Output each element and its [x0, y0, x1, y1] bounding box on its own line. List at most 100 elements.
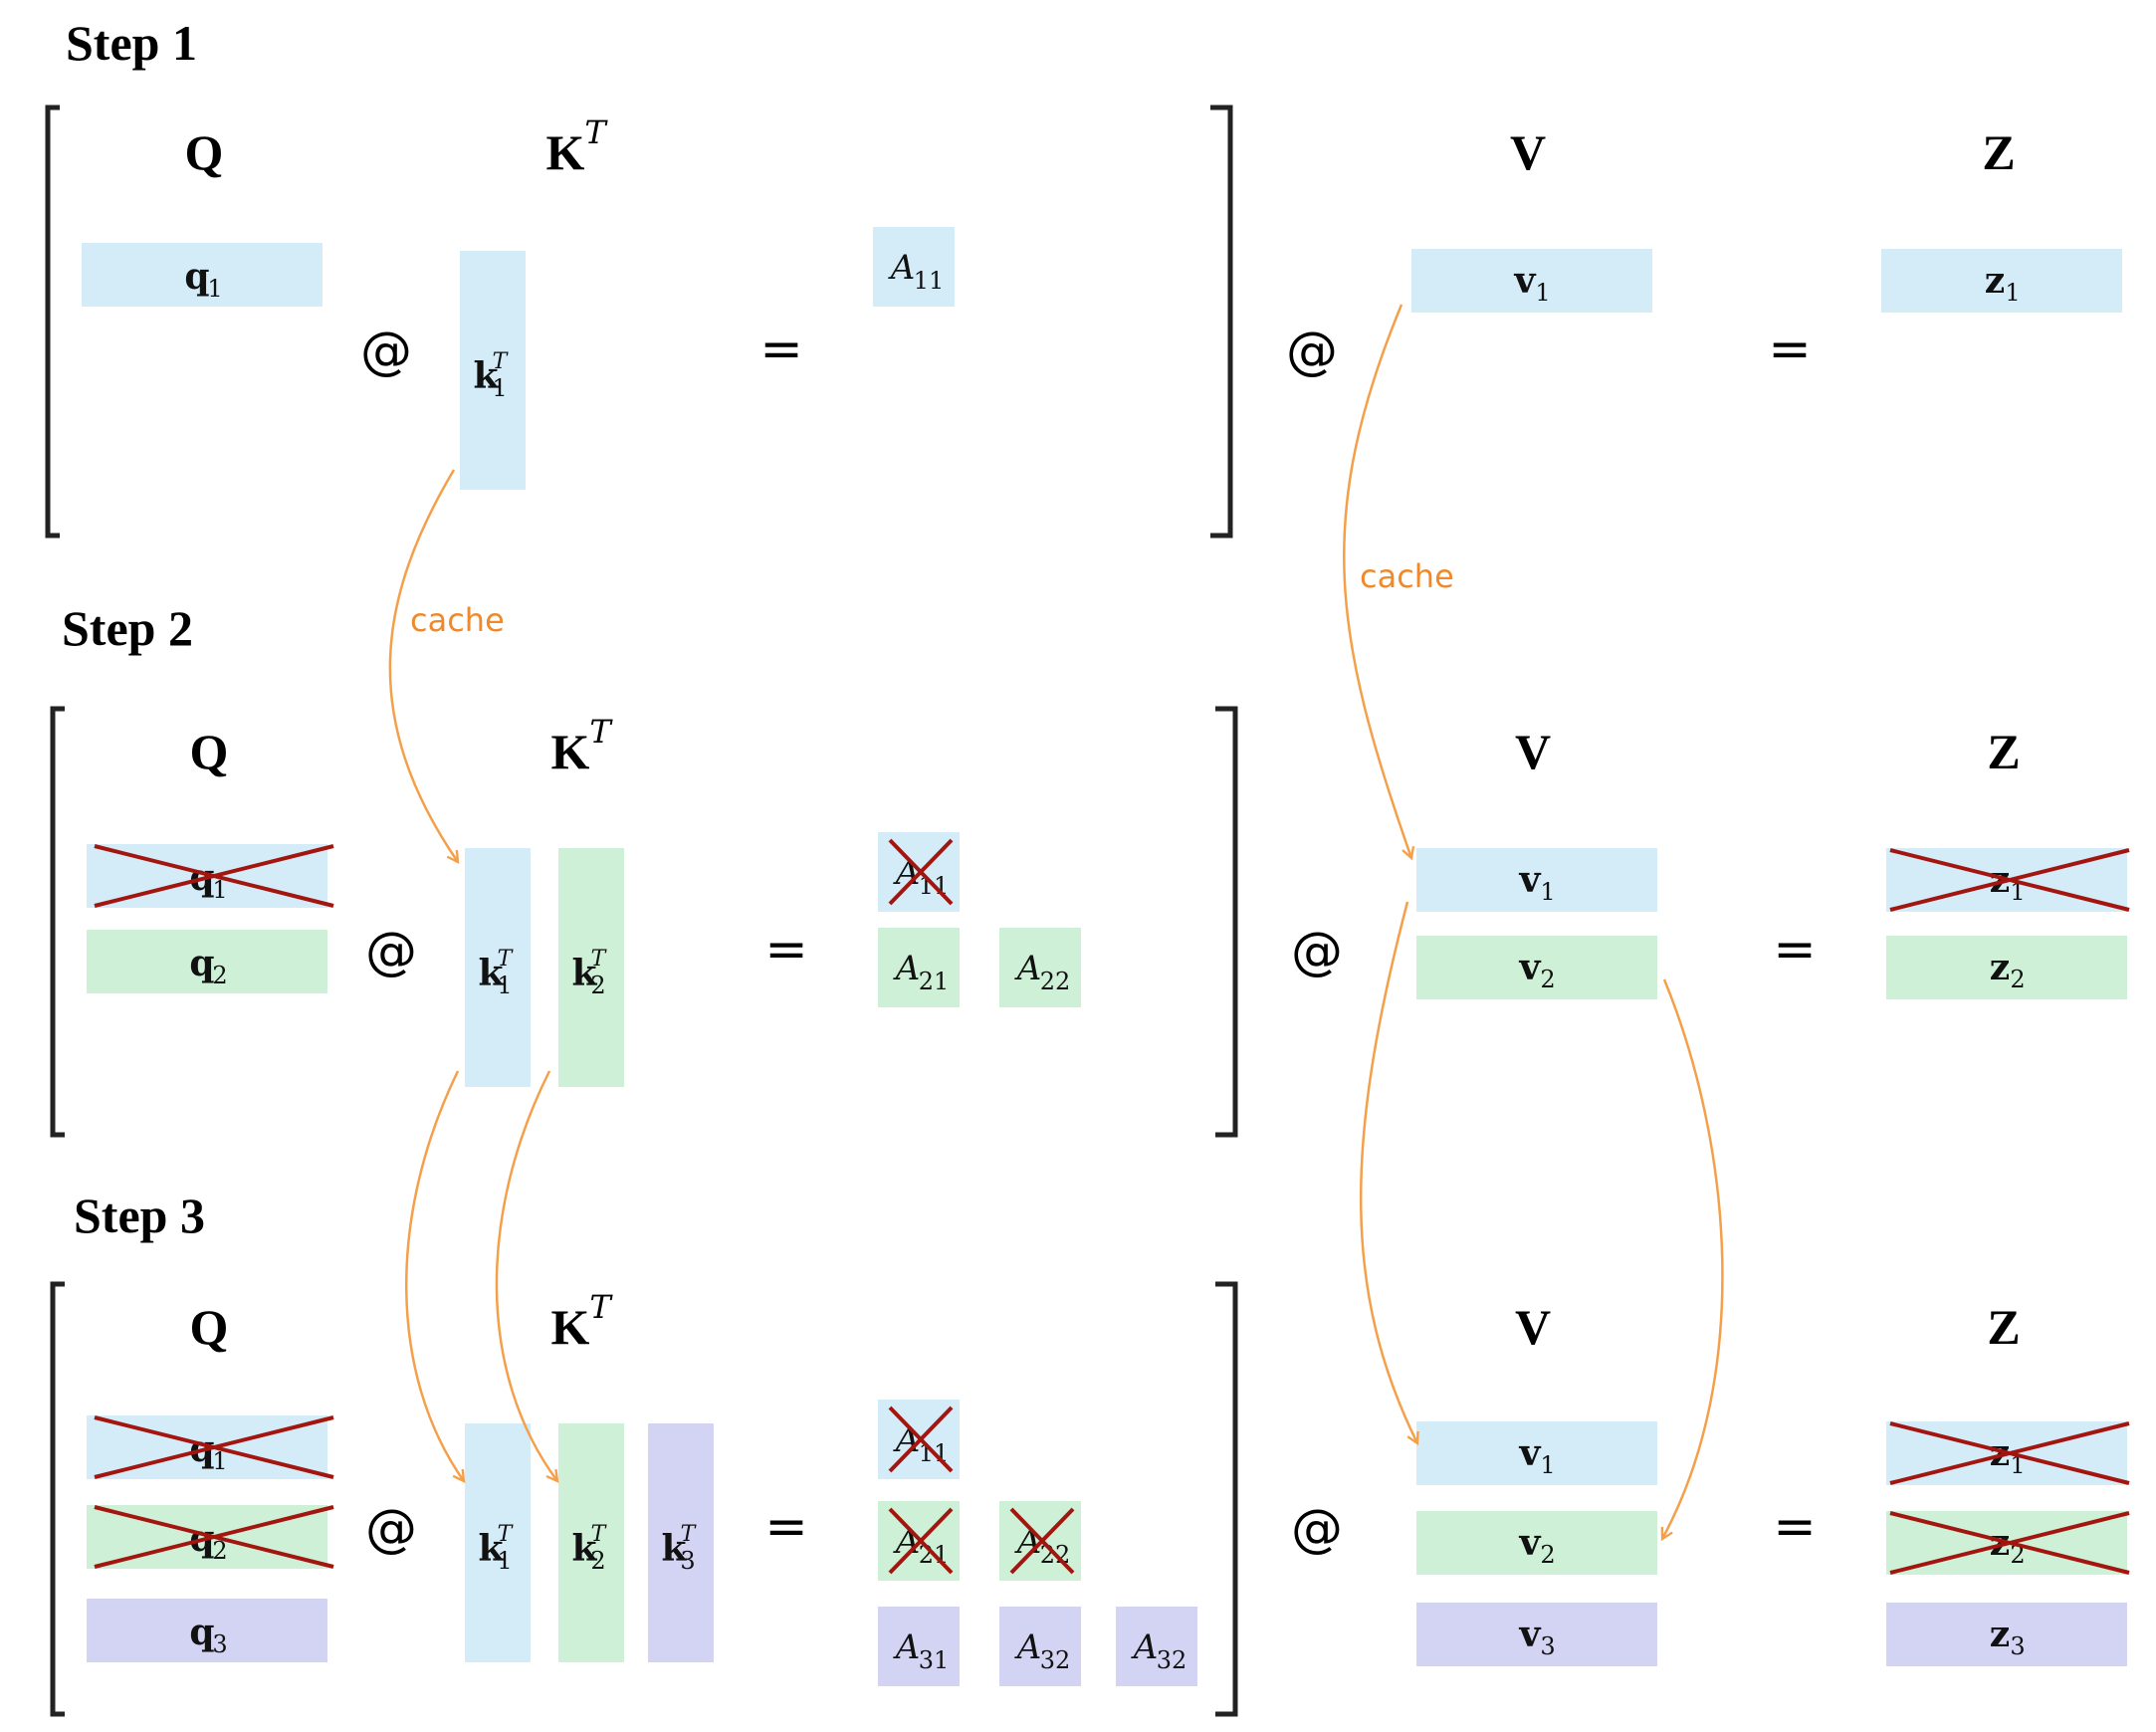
k-column-fill	[465, 848, 531, 1087]
v-header: V	[1510, 124, 1546, 180]
equals-operator: =	[1773, 920, 1817, 979]
attention-score: A32	[1116, 1607, 1197, 1686]
v-header: V	[1515, 1299, 1551, 1355]
equals-operator: =	[759, 320, 803, 379]
attention-score-fill	[873, 227, 955, 307]
attention-score: A11	[878, 1400, 960, 1479]
cross-out-mark	[888, 1406, 954, 1473]
step-title: Step 3	[74, 1188, 205, 1243]
equals-operator: =	[764, 920, 808, 979]
matmul-operator: @	[1291, 922, 1343, 981]
v-subscript: 3	[1540, 1632, 1555, 1660]
matmul-operator: @	[1286, 322, 1338, 381]
v-subscript: 1	[1535, 279, 1550, 307]
cache-arrow	[495, 1070, 557, 1481]
k-column: k1T	[465, 1423, 531, 1662]
cross-out-mark	[94, 1505, 334, 1569]
attention-score: A21	[878, 928, 960, 1007]
z-header: Z	[1987, 724, 2020, 779]
z-symbol: z	[1990, 1522, 2010, 1564]
attention-score-fill	[878, 928, 960, 1007]
step-3: Step 3QKTVZ@=@=q1q2q3k1Tk2Tk3TA11A21A22A…	[50, 1188, 2130, 1717]
matmul-operator: @	[360, 322, 412, 381]
q-subscript: 3	[212, 1630, 227, 1658]
cross-out-mark	[94, 844, 334, 908]
k-symbol: k	[662, 1528, 688, 1570]
q-symbol: q	[189, 943, 214, 984]
right-bracket	[1210, 105, 1233, 539]
equals-operator: =	[764, 1497, 808, 1557]
q-row: q1	[87, 1415, 334, 1479]
attention-subscript: 22	[1040, 968, 1071, 995]
q-subscript: 1	[212, 1447, 227, 1475]
attention-subscript: 11	[914, 267, 945, 295]
k-symbol: k	[479, 953, 505, 994]
k-header-sup: T	[584, 113, 608, 151]
k-header: K	[551, 1299, 590, 1355]
q-row: q1	[87, 844, 334, 908]
v-symbol: v	[1519, 947, 1542, 988]
attention-score-fill	[878, 1607, 960, 1686]
attention-score: A22	[999, 928, 1081, 1007]
v-row-fill	[1416, 848, 1657, 912]
k-subscript: 1	[497, 1547, 512, 1575]
k-header-sup: T	[589, 1288, 613, 1326]
k-column-fill	[465, 1423, 531, 1662]
q-subscript: 2	[212, 1537, 227, 1565]
k-subscript: 1	[497, 972, 512, 999]
q-row: q2	[87, 930, 327, 993]
q-subscript: 1	[207, 275, 222, 303]
v-row-fill	[1416, 1511, 1657, 1575]
z-subscript: 3	[2010, 1632, 2025, 1660]
z-symbol: z	[1985, 260, 2005, 302]
q-header: Q	[190, 724, 229, 779]
k-subscript: 3	[680, 1547, 695, 1575]
attention-score: A21	[878, 1501, 960, 1581]
z-subscript: 1	[2005, 279, 2020, 307]
equals-operator: =	[1768, 320, 1812, 379]
attention-symbol: A	[893, 949, 921, 988]
k-header: K	[551, 724, 590, 779]
attention-score: A31	[878, 1607, 960, 1686]
cross-out-mark	[1009, 1507, 1075, 1575]
v-subscript: 2	[1540, 1541, 1555, 1569]
q-header: Q	[190, 1299, 229, 1355]
z-row-fill	[1886, 936, 2127, 999]
v-symbol: v	[1519, 1432, 1542, 1474]
cross-out-mark	[888, 838, 954, 906]
k-column: k1T	[465, 848, 531, 1087]
left-bracket	[50, 706, 65, 1138]
q-subscript: 1	[212, 876, 227, 904]
step-title: Step 1	[66, 15, 197, 71]
v-subscript: 1	[1540, 1451, 1555, 1479]
k-column-fill	[558, 848, 624, 1087]
cross-out-mark	[1889, 1511, 2130, 1575]
cache-label: cache	[1360, 557, 1454, 595]
cache-arrow	[388, 469, 458, 862]
z-symbol: z	[1990, 1432, 2010, 1474]
attention-symbol: A	[1131, 1627, 1159, 1667]
attention-symbol: A	[1014, 949, 1042, 988]
v-subscript: 1	[1540, 878, 1555, 906]
q-row: q2	[87, 1505, 334, 1569]
attention-subscript: 32	[1040, 1646, 1071, 1674]
v-symbol: v	[1519, 1614, 1542, 1655]
attention-symbol: A	[1014, 1627, 1042, 1667]
v-header: V	[1515, 724, 1551, 779]
z-row-fill	[1886, 1603, 2127, 1666]
attention-score: A32	[999, 1607, 1081, 1686]
cache-arrow	[405, 1070, 464, 1481]
z-symbol: z	[1990, 947, 2010, 988]
right-bracket	[1215, 706, 1238, 1138]
